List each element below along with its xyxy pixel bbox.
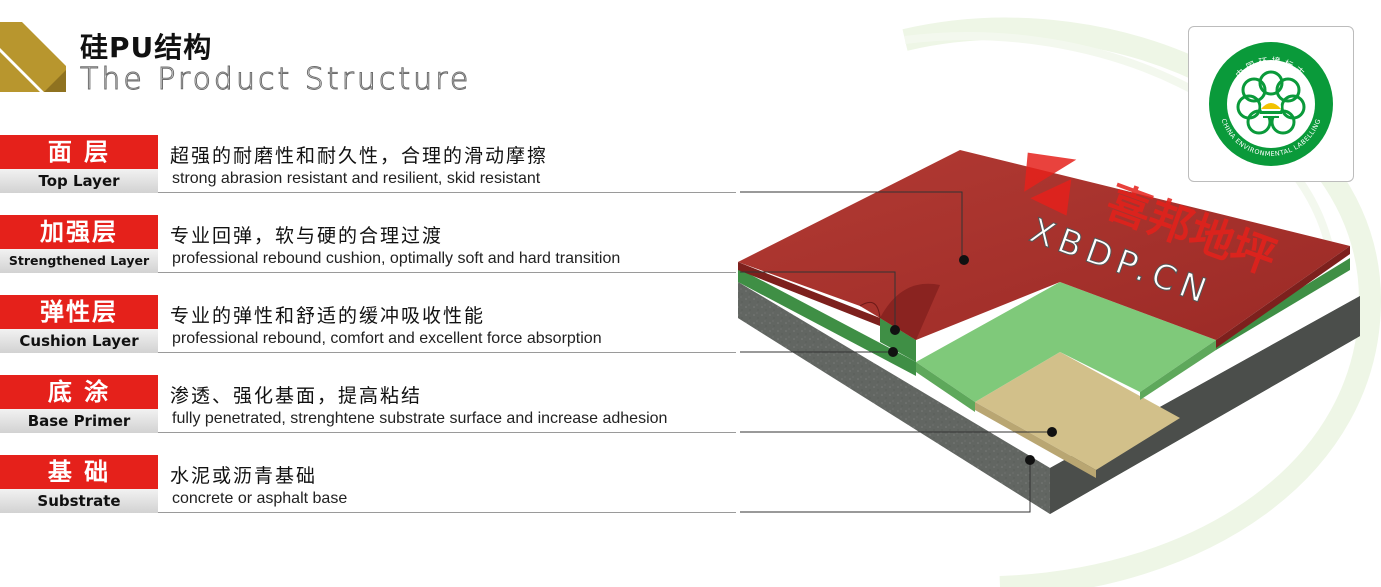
divider — [158, 272, 736, 273]
environmental-label-badge: 中国环境标志 CHINA ENVIRONMENTAL LABELLING — [1188, 26, 1354, 182]
layer-tag: 加强层 Strengthened Layer — [0, 215, 158, 273]
layer-name-en: Base Primer — [0, 409, 158, 433]
strengthened-layer — [738, 268, 916, 376]
layer-name-cn: 基 础 — [0, 455, 158, 489]
page-title: 硅PU结构 — [80, 31, 213, 64]
layer-row-primer: 底 涂 Base Primer 渗透、强化基面，提高粘结 fully penet… — [0, 375, 740, 433]
layer-name-en: Cushion Layer — [0, 329, 158, 353]
layer-row-top: 面 层 Top Layer 超强的耐磨性和耐久性，合理的滑动摩擦 strong … — [0, 135, 740, 193]
layer-name-cn: 面 层 — [0, 135, 158, 169]
layer-desc-cn: 超强的耐磨性和耐久性，合理的滑动摩擦 — [170, 145, 549, 167]
layer-desc-en: fully penetrated, strenghtene substrate … — [172, 410, 668, 427]
layer-tag: 底 涂 Base Primer — [0, 375, 158, 433]
page-subtitle: The Product Structure — [79, 62, 472, 98]
layer-name-cn: 弹性层 — [0, 295, 158, 329]
layer-name-cn: 底 涂 — [0, 375, 158, 409]
layer-desc-cn: 专业回弹，软与硬的合理过渡 — [170, 225, 444, 247]
layer-desc-en: strong abrasion resistant and resilient,… — [172, 170, 541, 187]
primer-layer — [975, 352, 1180, 470]
layer-row-cushion: 弹性层 Cushion Layer 专业的弹性和舒适的缓冲吸收性能 profes… — [0, 295, 740, 353]
layer-row-strengthened: 加强层 Strengthened Layer 专业回弹，软与硬的合理过渡 pro… — [0, 215, 740, 273]
divider — [158, 512, 736, 513]
cushion-layer — [916, 282, 1216, 402]
divider — [158, 352, 736, 353]
top-layer — [738, 150, 1350, 340]
layer-tag: 面 层 Top Layer — [0, 135, 158, 193]
layer-name-cn: 加强层 — [0, 215, 158, 249]
divider — [158, 432, 736, 433]
brand-arrow-icon — [0, 22, 66, 92]
layer-desc-en: professional rebound, comfort and excell… — [172, 330, 602, 347]
layer-row-substrate: 基 础 Substrate 水泥或沥青基础 concrete or asphal… — [0, 455, 740, 513]
layer-tag: 弹性层 Cushion Layer — [0, 295, 158, 353]
divider — [158, 192, 736, 193]
layer-desc-en: professional rebound cushion, optimally … — [172, 250, 621, 267]
layer-desc-en: concrete or asphalt base — [172, 490, 348, 507]
layer-name-en: Top Layer — [0, 169, 158, 193]
environmental-label-icon: 中国环境标志 CHINA ENVIRONMENTAL LABELLING — [1209, 42, 1333, 166]
layer-desc-cn: 渗透、强化基面，提高粘结 — [170, 385, 423, 407]
layer-desc-cn: 水泥或沥青基础 — [170, 465, 318, 487]
layer-desc-cn: 专业的弹性和舒适的缓冲吸收性能 — [170, 305, 486, 327]
layer-tag: 基 础 Substrate — [0, 455, 158, 513]
layer-name-en: Strengthened Layer — [0, 249, 158, 273]
layer-name-en: Substrate — [0, 489, 158, 513]
